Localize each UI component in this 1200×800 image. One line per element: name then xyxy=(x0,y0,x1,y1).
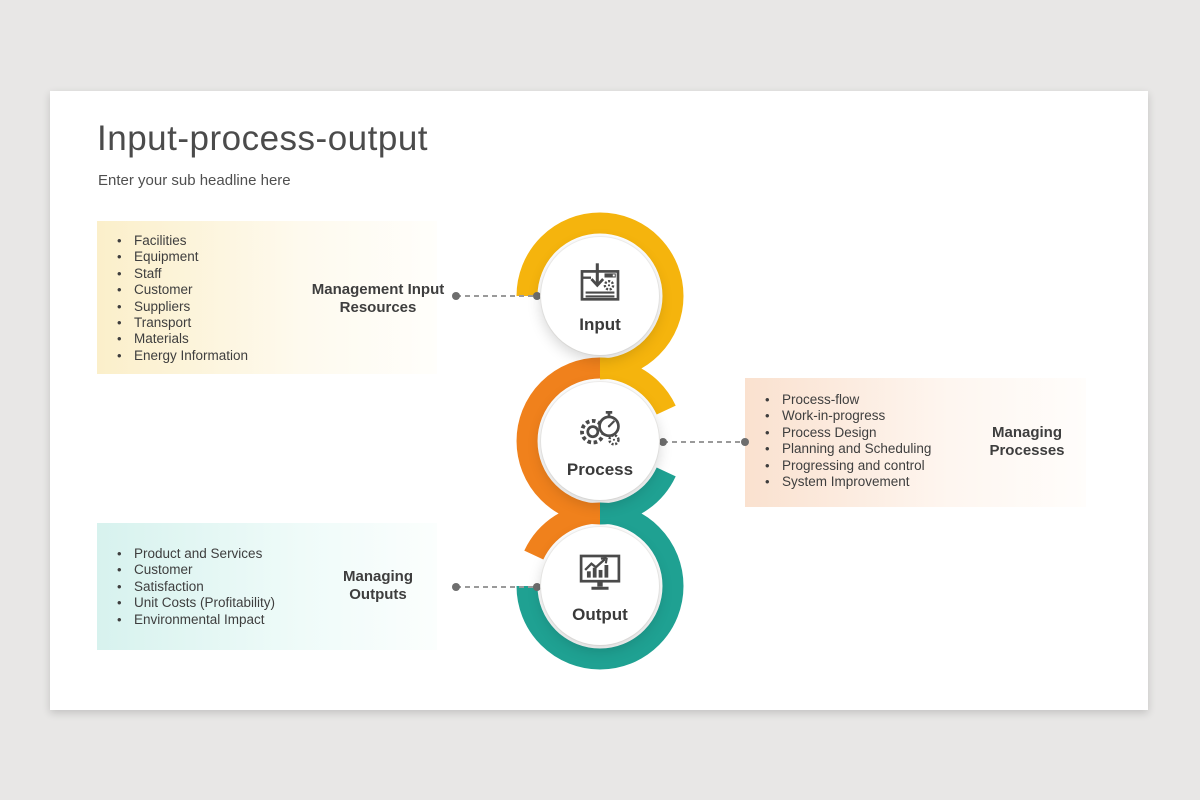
download-window-icon xyxy=(580,263,620,301)
ring-chain-diagram xyxy=(452,212,749,670)
input-ring-swoosh xyxy=(599,357,676,415)
list-item: Facilities xyxy=(117,233,437,249)
list-item: Environmental Impact xyxy=(117,612,437,628)
process-connector xyxy=(659,438,749,446)
list-item: Process Design xyxy=(765,425,1086,441)
slide: Input-process-output Enter your sub head… xyxy=(50,91,1148,710)
connector-dot xyxy=(741,438,749,446)
connector-dot xyxy=(533,292,541,300)
list-item: Progressing and control xyxy=(765,458,1086,474)
output-connector xyxy=(452,583,541,591)
list-item: Transport xyxy=(117,315,437,331)
connector-dot xyxy=(452,292,460,300)
list-item: Product and Services xyxy=(117,546,437,562)
gears-stopwatch-icon xyxy=(580,411,620,446)
process-ring-arc xyxy=(516,357,601,525)
input-connector xyxy=(452,292,541,300)
managing-outputs-label: Managing Outputs xyxy=(343,568,413,603)
list-item: Work-in-progress xyxy=(765,408,1086,424)
page-subtitle: Enter your sub headline here xyxy=(98,172,291,189)
output-node-label: Output xyxy=(572,605,628,624)
process-ring-swoosh xyxy=(524,502,601,560)
process-node: Process xyxy=(541,382,659,500)
connector-dot xyxy=(533,583,541,591)
monitor-chart-icon xyxy=(579,554,621,590)
managing-outputs-box: Product and Services Customer Satisfacti… xyxy=(97,523,437,650)
connector-dot xyxy=(659,438,667,446)
input-node: Input xyxy=(541,237,659,355)
list-item: Energy Information xyxy=(117,348,437,364)
list-item: Planning and Scheduling xyxy=(765,441,1086,457)
list-item: Satisfaction xyxy=(117,579,437,595)
connector-dot xyxy=(452,583,460,591)
input-ring-arc xyxy=(516,212,684,380)
managing-processes-box: Process-flow Work-in-progress Process De… xyxy=(745,378,1086,507)
managing-outputs-list: Product and Services Customer Satisfacti… xyxy=(117,546,437,628)
input-resources-label: Management Input Resources xyxy=(311,281,445,316)
list-item: Suppliers xyxy=(117,299,437,315)
list-item: Customer xyxy=(117,282,437,298)
input-resources-list: Facilities Equipment Staff Customer Supp… xyxy=(117,233,437,364)
input-resources-box: Facilities Equipment Staff Customer Supp… xyxy=(97,221,437,374)
managing-processes-label: Managing Processes xyxy=(989,424,1065,459)
output-ring-arc xyxy=(516,502,684,670)
process-node-label: Process xyxy=(566,460,634,479)
list-item: Unit Costs (Profitability) xyxy=(117,595,437,611)
managing-processes-list: Process-flow Work-in-progress Process De… xyxy=(765,392,1086,490)
list-item: System Improvement xyxy=(765,474,1086,490)
list-item: Equipment xyxy=(117,249,437,265)
output-node: Output xyxy=(541,527,659,645)
list-item: Process-flow xyxy=(765,392,1086,408)
list-item: Customer xyxy=(117,562,437,578)
list-item: Staff xyxy=(117,266,437,282)
list-item: Materials xyxy=(117,331,437,347)
input-node-label: Input xyxy=(579,315,621,334)
page-title: Input-process-output xyxy=(97,119,429,158)
